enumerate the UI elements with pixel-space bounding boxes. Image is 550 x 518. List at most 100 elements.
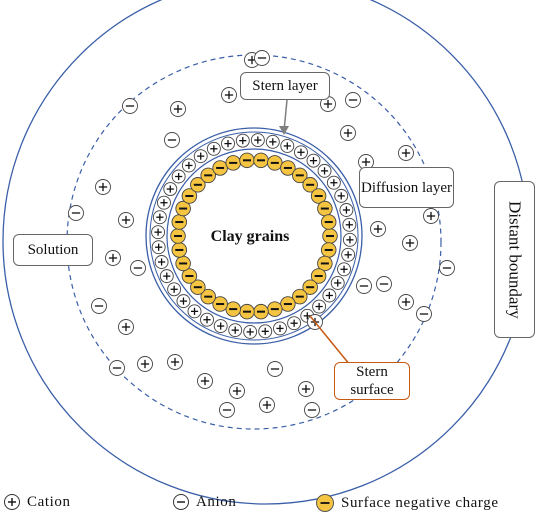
surface-charge-icon [310,268,327,284]
surface-charge-icon [280,296,296,312]
stern-cation-icon [151,240,166,255]
legend-anion: Anion [172,493,237,511]
stern-cation-icon [287,316,302,331]
stern-surface-pointer [309,315,351,366]
stern-cation-icon [280,139,295,153]
surface-charge-icon [200,288,216,305]
cation-icon [229,383,245,399]
anion-icon [439,260,455,276]
cation-icon [167,354,183,370]
stern-cation-icon [187,304,202,319]
cation-icon [221,87,237,103]
stern-cation-icon [193,149,208,164]
cation-icon [118,319,134,335]
legend-cation-label: Cation [27,493,71,510]
cation-icon [398,294,414,310]
surface-charge-icon [239,303,255,320]
stern-cation-icon [341,247,356,262]
surface-charge-icon [253,303,269,320]
stern-cation-icon [152,210,167,225]
stern-cation-icon [243,324,258,339]
stern-inner-circle [166,148,342,324]
stern-cation-icon [294,145,308,160]
cation-icon [137,356,153,372]
stern-cation-icon [151,225,166,240]
surface-charge-icon [171,214,188,230]
anion-icon [345,92,361,108]
surface-charge-icon [253,152,269,169]
legend-cation: Cation [3,493,71,511]
stern-cation-icon [306,153,321,168]
cation-icon [340,125,356,141]
solution-label: Solution [13,234,93,266]
cation-icon [4,494,20,510]
anion-icon [254,50,270,66]
stern-cation-icon [200,312,214,327]
stern-cation-icon [163,182,178,196]
cation-icon [170,101,186,117]
anion-icon [109,360,125,376]
surface-charge-icon [267,301,283,317]
stern-layer-pointer [283,99,288,132]
stern-cation-icon [312,299,327,314]
stern-cation-icon [206,141,221,156]
stern-cation-icon [235,133,250,148]
surface-charge-icon [302,177,318,193]
surface-charge-icon [239,152,255,169]
stern-cation-icon [181,158,196,173]
anion-icon [91,298,107,314]
anion-icon [122,98,138,114]
stern-cation-icon [157,195,171,210]
stern-cation-icon [258,324,273,339]
surface-charge-icon [292,167,308,184]
surface-charge-icon [225,301,241,317]
stern-cation-icon [265,134,280,149]
legend: Cation Anion Surface negative charge [0,491,550,517]
anion-icon [164,132,180,148]
anion-icon [376,276,392,292]
surface-charge-icon [212,296,228,312]
cation-icon [358,154,374,170]
surface-charge-icon [267,155,283,171]
legend-anion-label: Anion [196,493,237,510]
cation-icon [197,373,213,389]
stern-cation-icon [326,175,341,190]
stern-cation-icon [342,232,357,247]
stern-mid-circle [149,131,359,341]
anion-icon [130,260,146,276]
distant-boundary-label: Distant boundary [494,181,535,338]
surface-charge-icon [292,288,308,305]
anion-icon [173,494,189,510]
stern-cation-icon [171,169,186,184]
anion-icon [304,402,320,418]
stern-cation-icon [250,133,265,148]
surface-charge-icon [280,160,296,176]
surface-charge-icon [175,255,191,272]
legend-surface-charge-label: Surface negative charge [341,494,499,511]
stern-cation-icon [339,203,354,217]
cation-icon [298,381,314,397]
stern-cation-icon [176,294,191,309]
cation-icon [370,221,386,237]
surface-charge-icon [302,279,318,295]
cation-icon [398,145,414,161]
stern-cation-icon [221,136,235,151]
surface-charge-icon [200,167,216,184]
stern-cation-icon [317,163,332,178]
surface-charge-icon [190,279,206,295]
stern-outer-circle [145,127,363,345]
legend-surface-charge: Surface negative charge [315,493,499,513]
surface-charge-icon [316,494,334,512]
cation-icon [423,208,439,224]
surface-charge-icon [181,268,198,284]
surface-charge-icon [181,188,198,204]
stern-cation-icon [322,288,337,303]
surface-charge-icon [320,214,337,230]
stern-cation-icon [167,282,182,297]
stern-cation-icon [159,269,174,284]
diffusion-layer-label: Diffusion layer [359,167,454,208]
stern-cation-icon [330,276,345,290]
cation-icon [95,179,111,195]
anion-icon [267,361,283,377]
